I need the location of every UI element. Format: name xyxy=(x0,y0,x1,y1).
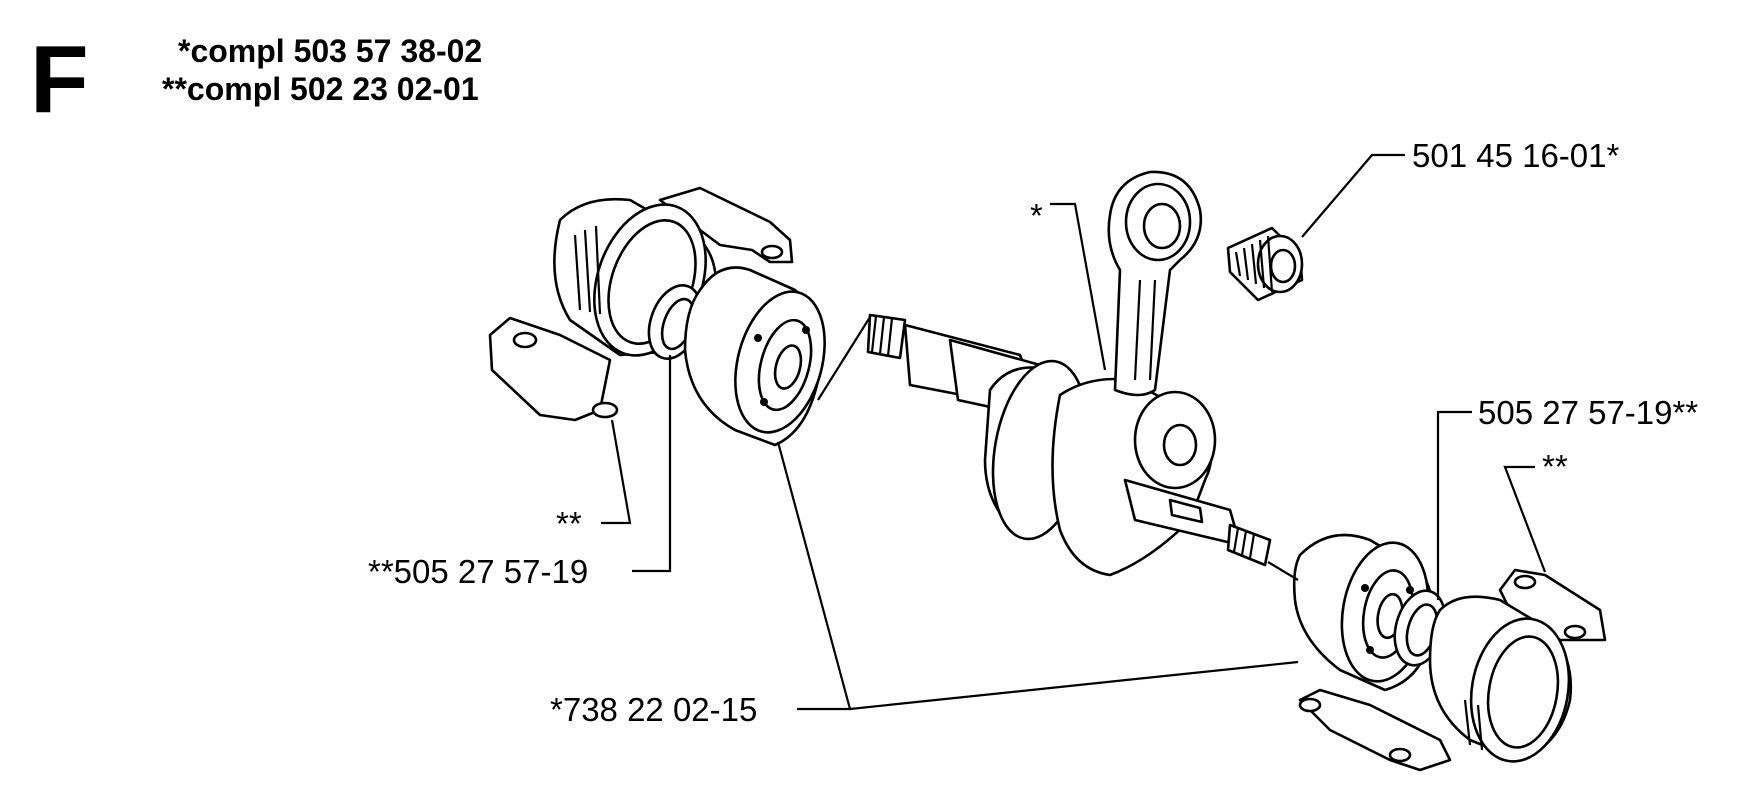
connecting-rod xyxy=(1107,170,1203,397)
label-housing-left: ** xyxy=(556,505,582,542)
header-line-1: *compl 503 57 38-02 xyxy=(178,33,482,69)
label-needle-bearing: 501 45 16-01* xyxy=(1412,137,1620,174)
header-line-2: **compl 502 23 02-01 xyxy=(162,71,479,107)
leader-lines xyxy=(601,153,1547,711)
label-seal-right: 505 27 57-19** xyxy=(1478,394,1698,431)
left-ball-bearing xyxy=(683,266,826,447)
crankshaft xyxy=(866,313,1272,577)
label-housing-right: ** xyxy=(1542,448,1568,485)
section-letter: F xyxy=(30,26,89,133)
label-ball-bearing: *738 22 02-15 xyxy=(550,691,757,728)
right-bearing-housing xyxy=(1298,568,1607,772)
label-conrod: * xyxy=(1030,197,1043,234)
label-seal-left: **505 27 57-19 xyxy=(368,553,588,590)
needle-bearing xyxy=(1226,226,1304,302)
